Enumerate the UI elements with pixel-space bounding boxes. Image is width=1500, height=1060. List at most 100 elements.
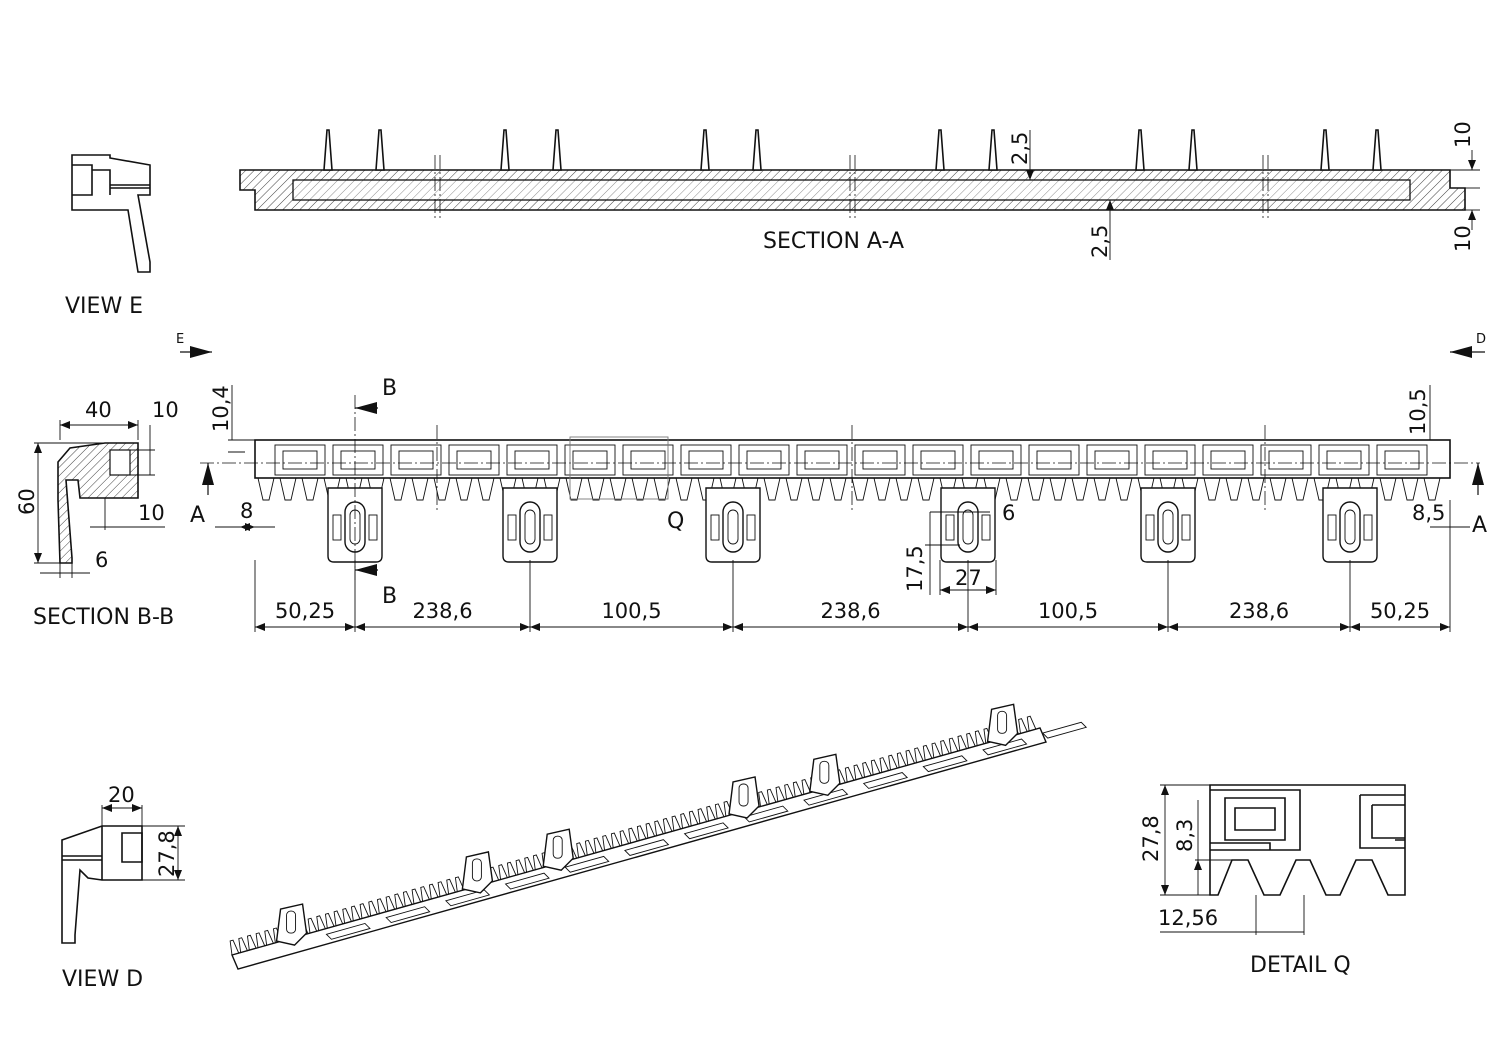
- window-inner: [1384, 450, 1420, 470]
- section-a-a: 2,5 2,5 10 10 SECTION A-A: [239, 121, 1480, 260]
- spacing-dim-7: 50,25: [1370, 599, 1430, 623]
- view-e-title: VIEW E: [65, 294, 143, 319]
- window-inner: [1152, 450, 1188, 470]
- window: [506, 444, 558, 476]
- iso-window: [325, 922, 371, 940]
- section-bb-dim-mid: 10: [138, 501, 165, 525]
- dim-left-height: 10,4: [209, 385, 233, 432]
- rib: [935, 129, 945, 171]
- iso-teeth: [229, 715, 1037, 956]
- section-aa-dim-top: 2,5: [1008, 132, 1032, 165]
- window: [448, 444, 500, 476]
- window-inner: [282, 450, 318, 470]
- rib: [323, 129, 333, 171]
- iso-clip-slot: [738, 783, 749, 807]
- iso-clip-slot: [997, 710, 1008, 734]
- dim-clip-width: 27: [955, 566, 982, 590]
- view-arrow-d: D: [1476, 332, 1486, 347]
- spacing-dim-2: 238,6: [412, 599, 472, 623]
- window-inner: [340, 450, 376, 470]
- mounting-clip: [1322, 487, 1378, 632]
- window: [1086, 444, 1138, 476]
- window: [1028, 444, 1080, 476]
- window-inner: [514, 450, 550, 470]
- iso-window: [624, 839, 670, 856]
- window-inner: [398, 450, 434, 470]
- detail-q-dim-tooth: 8,3: [1173, 819, 1197, 852]
- spacing-dim-1: 50,25: [275, 599, 335, 623]
- detail-q-dim-pitch: 12,56: [1158, 906, 1218, 930]
- window-inner: [862, 450, 898, 470]
- section-aa-dim-right-bottom: 10: [1451, 225, 1475, 252]
- window-inner: [1210, 450, 1246, 470]
- detail-q-callout: Q: [667, 509, 684, 534]
- section-b-b: 40 10 10 60 6 SECTION B-B: [15, 398, 179, 630]
- iso-window: [922, 755, 968, 773]
- detail-q-title: DETAIL Q: [1250, 953, 1351, 978]
- window: [912, 444, 964, 476]
- rib: [752, 129, 762, 171]
- window: [1376, 444, 1428, 476]
- section-bb-dim-height: 60: [15, 488, 39, 515]
- section-b-top: B: [382, 376, 397, 401]
- iso-clip: [542, 828, 574, 871]
- iso-window: [444, 889, 491, 907]
- window-inner: [978, 450, 1014, 470]
- section-bb-dim-top: 10: [152, 398, 179, 422]
- view-d-dim-width: 20: [108, 783, 135, 807]
- rib: [988, 129, 998, 171]
- section-bb-dim-width: 40: [85, 398, 112, 422]
- detail-q: 27,8 8,3 12,56 DETAIL Q: [1139, 784, 1406, 978]
- iso-window: [385, 906, 431, 924]
- section-aa-dim-bottom: 2,5: [1088, 225, 1112, 258]
- iso-clip: [461, 851, 494, 894]
- window: [854, 444, 906, 476]
- window-inner: [1036, 450, 1072, 470]
- iso-clip: [275, 903, 308, 946]
- window: [390, 444, 442, 476]
- window: [796, 444, 848, 476]
- detail-q-dim-height: 27,8: [1139, 815, 1163, 862]
- window: [1318, 444, 1370, 476]
- window: [564, 444, 616, 476]
- view-d-title: VIEW D: [62, 967, 143, 992]
- rib: [1135, 129, 1145, 171]
- rib: [700, 129, 710, 171]
- window: [1260, 444, 1312, 476]
- window-inner: [688, 450, 724, 470]
- window: [332, 444, 384, 476]
- section-aa-title: SECTION A-A: [763, 229, 904, 254]
- rib: [375, 129, 385, 171]
- rib: [1372, 129, 1382, 171]
- iso-window: [683, 822, 729, 840]
- section-bb-title: SECTION B-B: [33, 605, 174, 630]
- iso-clip-slot: [286, 910, 297, 934]
- mounting-clip: [1140, 487, 1196, 632]
- plan-view: E D B B A A 10,4 10,5 8 8,5 6 17,5 27 Q …: [176, 332, 1487, 632]
- isometric-view: [229, 703, 1088, 970]
- window: [622, 444, 674, 476]
- rib: [552, 129, 562, 171]
- mounting-clip: [940, 487, 996, 632]
- iso-clip: [809, 753, 841, 797]
- mounting-clip: [705, 487, 761, 632]
- window: [680, 444, 732, 476]
- rib: [1188, 129, 1198, 171]
- dim-left-offset: 8: [240, 499, 253, 523]
- window-inner: [630, 450, 666, 470]
- iso-clip-slot: [819, 760, 830, 784]
- window-inner: [1326, 450, 1362, 470]
- iso-clip: [728, 776, 760, 819]
- view-e: VIEW E: [65, 154, 151, 319]
- window: [970, 444, 1022, 476]
- window: [738, 444, 790, 476]
- spacing-dim-5: 100,5: [1038, 599, 1098, 623]
- window-inner: [920, 450, 956, 470]
- iso-clip: [986, 703, 1019, 747]
- window-inner: [746, 450, 782, 470]
- spacing-dim-6: 238,6: [1229, 599, 1289, 623]
- window: [274, 444, 326, 476]
- iso-clip-slot: [471, 858, 482, 882]
- iso-window: [504, 872, 550, 890]
- section-a-right: A: [1472, 513, 1487, 538]
